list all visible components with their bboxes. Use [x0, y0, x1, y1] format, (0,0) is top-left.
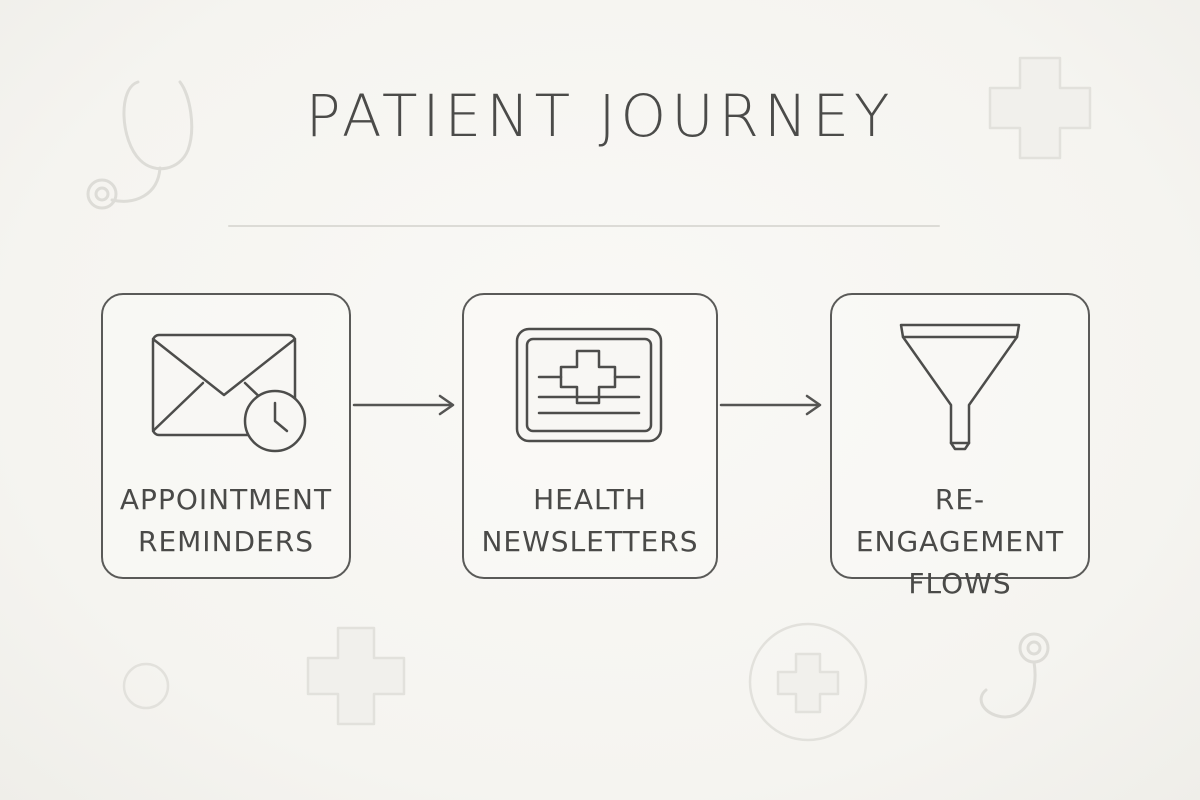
- step-re-engagement-flows: RE-ENGAGEMENT FLOWS: [830, 293, 1090, 600]
- step-label: APPOINTMENT REMINDERS: [119, 483, 333, 558]
- step-appointment-reminders: APPOINTMENT REMINDERS: [101, 293, 351, 579]
- title-divider: [228, 225, 940, 227]
- arrow-right-icon: [352, 394, 455, 416]
- medical-cross-circle-icon: [748, 622, 868, 742]
- newsletter-medical-cross-icon: [464, 317, 716, 457]
- medical-cross-icon: [306, 626, 406, 726]
- arrow-right-icon: [719, 394, 822, 416]
- circle-outline-icon: [122, 662, 170, 710]
- step-label: HEALTH NEWSLETTERS: [481, 483, 699, 558]
- step-health-newsletters: HEALTH NEWSLETTERS: [462, 293, 718, 579]
- diagram-title: PATIENT JOURNEY: [305, 82, 895, 150]
- step-label: RE-ENGAGEMENT FLOWS: [855, 483, 1065, 600]
- envelope-clock-icon: [103, 317, 349, 457]
- stethoscope-icon: [86, 80, 194, 210]
- funnel-icon: [832, 317, 1088, 457]
- medical-cross-icon: [988, 56, 1092, 160]
- stethoscope-icon: [979, 632, 1050, 719]
